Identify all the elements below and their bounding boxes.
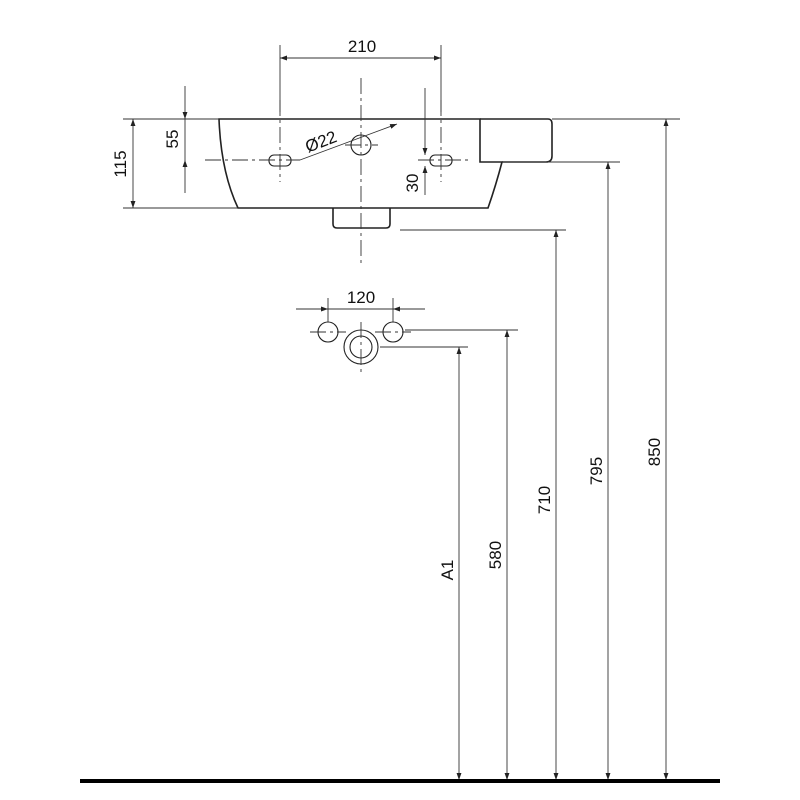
dim-a1: A1 bbox=[438, 347, 462, 780]
dim-710: 710 bbox=[535, 230, 559, 780]
dim-795: 795 bbox=[587, 162, 611, 780]
label-710: 710 bbox=[535, 486, 554, 514]
dim-120: 120 bbox=[296, 288, 425, 322]
label-a1: A1 bbox=[438, 560, 457, 581]
dim-580: 580 bbox=[486, 330, 510, 780]
label-120: 120 bbox=[347, 288, 375, 307]
label-580: 580 bbox=[486, 541, 505, 569]
label-30: 30 bbox=[403, 174, 422, 193]
label-850: 850 bbox=[645, 438, 664, 466]
basin-outline bbox=[218, 118, 553, 229]
dim-850: 850 bbox=[645, 119, 669, 780]
height-extension-lines bbox=[380, 118, 680, 348]
waste-outlet bbox=[332, 208, 391, 229]
label-55: 55 bbox=[163, 130, 182, 149]
dim-55: 55 bbox=[163, 86, 219, 193]
label-210: 210 bbox=[348, 37, 376, 56]
label-115: 115 bbox=[111, 150, 130, 177]
dim-tap-hole: Ø22 bbox=[299, 123, 398, 161]
center-lines bbox=[205, 78, 470, 266]
pipe-connections bbox=[310, 321, 411, 372]
dim-210: 210 bbox=[279, 37, 442, 112]
dim-115: 115 bbox=[111, 118, 238, 209]
label-795: 795 bbox=[587, 457, 606, 485]
dim-30: 30 bbox=[403, 88, 428, 195]
